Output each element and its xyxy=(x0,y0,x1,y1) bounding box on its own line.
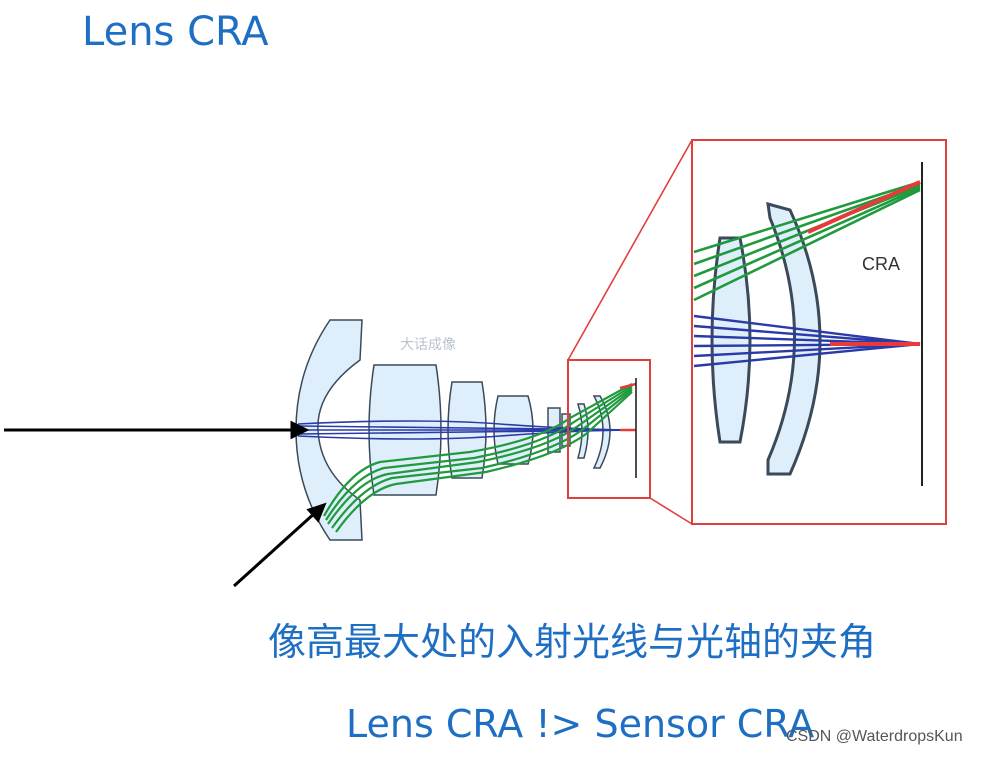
lens-element-1 xyxy=(295,319,363,541)
lens-element-8 xyxy=(592,395,611,469)
enlarged-lens-2 xyxy=(766,201,822,476)
incident-arrows xyxy=(4,420,327,588)
chief-ray-bundle xyxy=(323,383,633,533)
off-axis-arrow xyxy=(232,510,318,588)
cra-label: CRA xyxy=(862,254,900,274)
subcaption: Lens CRA !> Sensor CRA xyxy=(346,702,815,746)
caption: 像高最大处的入射光线与光轴的夹角 xyxy=(268,620,877,664)
watermark: CSDN @WaterdropsKun xyxy=(786,728,963,745)
enlarged-lenses xyxy=(710,201,822,476)
axial-rays xyxy=(297,420,637,440)
page-title: Lens CRA xyxy=(82,9,269,55)
enlarged-lens-1 xyxy=(710,236,752,444)
zoom-region-box xyxy=(567,359,651,499)
diagram-watermark: 大话成像 xyxy=(400,337,456,353)
